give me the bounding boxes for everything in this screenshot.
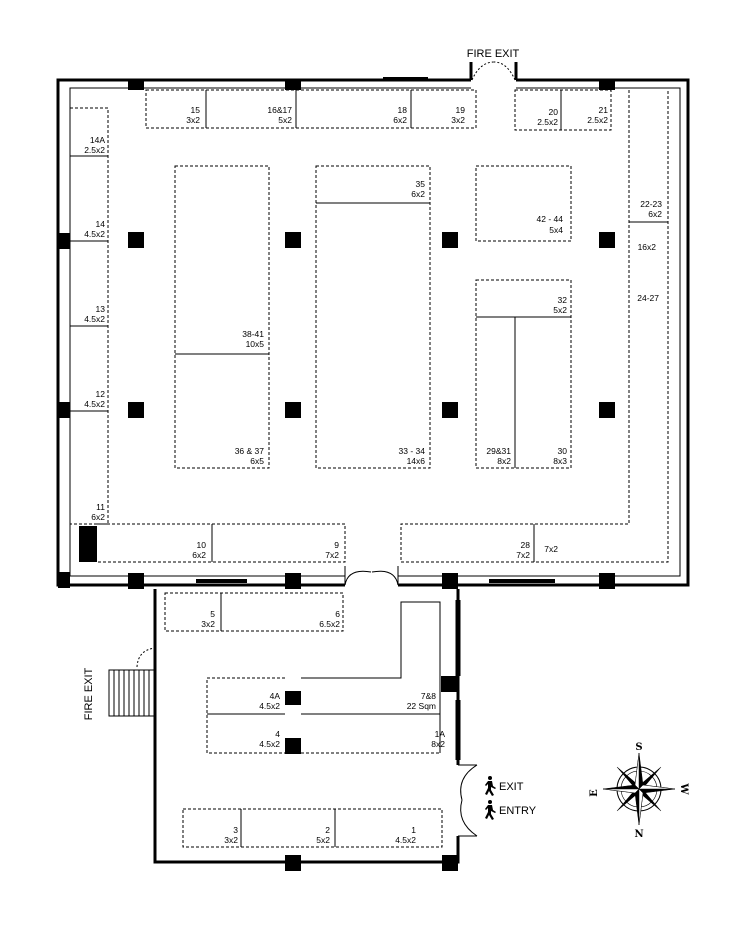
- booth-number: 1: [411, 825, 416, 835]
- booth-size: 7x2: [516, 550, 530, 560]
- booth-number: 18: [398, 105, 408, 115]
- exit-label: EXIT: [499, 781, 524, 793]
- booth-number: 21: [599, 105, 609, 115]
- walking-person-icon: [485, 776, 496, 796]
- booth-size: 4.5x2: [259, 739, 280, 749]
- booth-size: 22 Sqm: [407, 701, 436, 711]
- booth-number: 30: [558, 446, 568, 456]
- booth-size: 6x2: [411, 189, 425, 199]
- booth-size: 4.5x2: [259, 701, 280, 711]
- booth-size: 6x2: [91, 512, 105, 522]
- booth-number: 20: [549, 107, 559, 117]
- booth-number: 4A: [270, 691, 281, 701]
- fire-exit-top-label: FIRE EXIT: [467, 48, 520, 60]
- booth-labels: 15 3x2 16&17 5x2 18 6x2 19 3x2 20 2.5x2 …: [84, 105, 662, 845]
- booth-number: 33 - 34: [399, 446, 426, 456]
- booth-size: 4.5x2: [84, 399, 105, 409]
- booth-size: 4.5x2: [395, 835, 416, 845]
- booth-number: 9: [334, 540, 339, 550]
- booth-size: 3x2: [451, 115, 465, 125]
- hall-connecting-door[interactable]: [344, 566, 399, 586]
- booth-size: 8x3: [553, 456, 567, 466]
- booth-size: 10x5: [246, 339, 265, 349]
- booth-size: 3x2: [224, 835, 238, 845]
- booth-size: 6x2: [648, 209, 662, 219]
- compass-west-label: W: [678, 782, 689, 795]
- booth-size: 2.5x2: [84, 145, 105, 155]
- booth-number: 14A: [90, 135, 105, 145]
- booth-number: 24-27: [637, 293, 659, 303]
- entry-label: ENTRY: [499, 805, 537, 817]
- booth-number: 12: [96, 389, 106, 399]
- booth-size: 6x5: [250, 456, 264, 466]
- booth-number: 14: [96, 219, 106, 229]
- main-hall-walls: [56, 78, 690, 587]
- booth-number: 36 & 37: [235, 446, 265, 456]
- booth-number: 10: [197, 540, 207, 550]
- booth-number: 38-41: [242, 329, 264, 339]
- booth-number: 42 - 44: [537, 214, 564, 224]
- booth-outlines: [69, 89, 669, 848]
- booth-number: 16&17: [267, 105, 292, 115]
- booth-number: 4: [275, 729, 280, 739]
- entry-door[interactable]: [458, 764, 478, 837]
- booth-number: 22-23: [640, 199, 662, 209]
- booth-number: 11: [96, 502, 105, 512]
- fire-exit-left-label: FIRE EXIT: [83, 667, 95, 720]
- compass-rose-icon: S N E W: [589, 742, 689, 840]
- compass-south-label: S: [635, 742, 642, 753]
- booth-size: 16x2: [638, 242, 657, 252]
- booth-size: 8x2: [497, 456, 511, 466]
- booth-size: 2.5x2: [537, 117, 558, 127]
- booth-number: 6: [335, 609, 340, 619]
- compass-north-label: N: [634, 829, 643, 840]
- top-fire-exit: [469, 61, 518, 81]
- booth-number: 15: [191, 105, 201, 115]
- booth-size: 2.5x2: [587, 115, 608, 125]
- booth-size: 7x2: [325, 550, 339, 560]
- booth-size: 4.5x2: [84, 229, 105, 239]
- booth-size: 5x2: [553, 305, 567, 315]
- window-bars: [196, 77, 555, 583]
- main-hall-inner-line: [69, 87, 681, 577]
- booth-size: 5x2: [316, 835, 330, 845]
- booth-size: 6x2: [192, 550, 206, 560]
- booth-size: 6.5x2: [319, 619, 340, 629]
- booth-number: 35: [416, 179, 426, 189]
- booth-size: 6x2: [393, 115, 407, 125]
- compass-east-label: E: [589, 789, 600, 797]
- booth-number: 2: [325, 825, 330, 835]
- columns: [58, 80, 615, 871]
- booth-size: 4.5x2: [84, 314, 105, 324]
- booth-number: 29&31: [486, 446, 511, 456]
- booth-number: 28: [521, 540, 531, 550]
- booth-size: 5x4: [549, 225, 563, 235]
- booth-size: 8x2: [431, 739, 445, 749]
- booth-number: 1A: [435, 729, 446, 739]
- booth-number: 7&8: [421, 691, 436, 701]
- booth-number: 19: [456, 105, 466, 115]
- booth-number: 5: [210, 609, 215, 619]
- booth-number: 13: [96, 304, 106, 314]
- booth-number: 3: [233, 825, 238, 835]
- booth-size: 3x2: [186, 115, 200, 125]
- booth-size: 3x2: [201, 619, 215, 629]
- walking-person-icon: [485, 800, 496, 820]
- lower-hall-walls: [153, 589, 460, 864]
- left-fire-exit-stairs[interactable]: [108, 647, 156, 717]
- booth-number: 32: [558, 295, 568, 305]
- booth-size: 5x2: [278, 115, 292, 125]
- booth-size: 7x2: [544, 544, 558, 554]
- booth-size: 14x6: [407, 456, 426, 466]
